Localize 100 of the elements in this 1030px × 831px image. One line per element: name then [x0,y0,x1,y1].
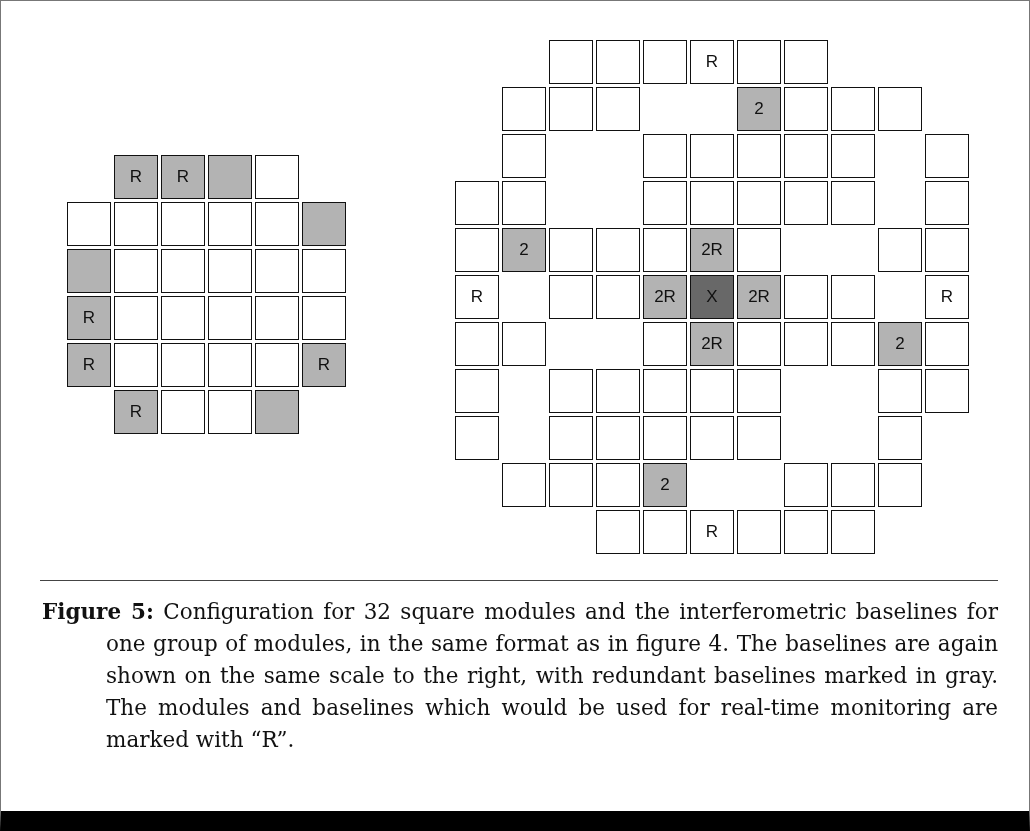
grid-square [502,181,546,225]
grid-square [737,181,781,225]
grid-square [784,181,828,225]
grid-square [737,134,781,178]
grid-square [643,181,687,225]
grid-square: R [67,343,111,387]
grid-square [690,369,734,413]
grid-square [737,322,781,366]
grid-square [208,296,252,340]
grid-square [737,369,781,413]
grid-square [784,463,828,507]
grid-square [67,249,111,293]
grid-square [208,390,252,434]
figure-caption: Figure 5: Configuration for 32 square modules and the interferometric baselines for one group of modules, in the same format as in figure 4. The baselines are again shown on the same scale to the right, with redundant baselines marked in gray. The modules and baselines which would be used for real-time monitoring are marked with “R”. [42,598,998,754]
grid-square: R [690,510,734,554]
grid-square [549,40,593,84]
grid-square: R [161,155,205,199]
grid-square [302,296,346,340]
grid-square [502,322,546,366]
grid-square: 2 [878,322,922,366]
grid-square [208,202,252,246]
grid-square: R [925,275,969,319]
grid-square [831,510,875,554]
grid-square [208,249,252,293]
grid-square [67,202,111,246]
grid-square [596,416,640,460]
grid-square [161,343,205,387]
grid-square [455,322,499,366]
grid-square [690,134,734,178]
grid-square [255,343,299,387]
grid-square [255,202,299,246]
grid-square [596,369,640,413]
grid-square [161,296,205,340]
grid-square [255,390,299,434]
grid-square [643,369,687,413]
grid-square [784,510,828,554]
grid-square: 2R [690,228,734,272]
grid-square [596,510,640,554]
grid-square [161,390,205,434]
grid-square [455,228,499,272]
grid-square [255,155,299,199]
grid-square: R [114,390,158,434]
grid-square [114,202,158,246]
grid-square [784,275,828,319]
grid-square [161,249,205,293]
grid-square [925,322,969,366]
grid-square [549,228,593,272]
grid-square [596,275,640,319]
grid-square [878,416,922,460]
grid-square [549,416,593,460]
grid-square [878,87,922,131]
grid-square [737,228,781,272]
grid-square: 2R [690,322,734,366]
grid-square [502,463,546,507]
grid-square [596,228,640,272]
grid-square [925,228,969,272]
grid-square [925,181,969,225]
grid-square [784,134,828,178]
grid-square [549,369,593,413]
grid-square [502,87,546,131]
grid-square [831,181,875,225]
grid-square [737,40,781,84]
grid-square [302,202,346,246]
grid-square [549,87,593,131]
grid-square: R [114,155,158,199]
grid-square [114,296,158,340]
grid-square: 2 [737,87,781,131]
grid-square [114,249,158,293]
grid-square [831,322,875,366]
grid-square [643,134,687,178]
grid-square [831,463,875,507]
grid-square: R [690,40,734,84]
grid-square [737,416,781,460]
grid-square [784,40,828,84]
grid-square [455,416,499,460]
grid-square [643,228,687,272]
grid-square: 2R [643,275,687,319]
grid-square [255,249,299,293]
grid-square [643,510,687,554]
grid-square [549,275,593,319]
grid-square: 2 [643,463,687,507]
grid-square [302,249,346,293]
grid-square: R [67,296,111,340]
grid-square [690,181,734,225]
grid-square [455,181,499,225]
grid-square [643,416,687,460]
grid-square [878,369,922,413]
grid-square [255,296,299,340]
grid-square [596,40,640,84]
grid-square [784,322,828,366]
grid-square [643,40,687,84]
grid-square [208,343,252,387]
grid-square [549,463,593,507]
grid-square [596,87,640,131]
grid-square [784,87,828,131]
grid-square [831,87,875,131]
grid-square: 2 [502,228,546,272]
grid-square [737,510,781,554]
grid-square [925,134,969,178]
grid-square [161,202,205,246]
